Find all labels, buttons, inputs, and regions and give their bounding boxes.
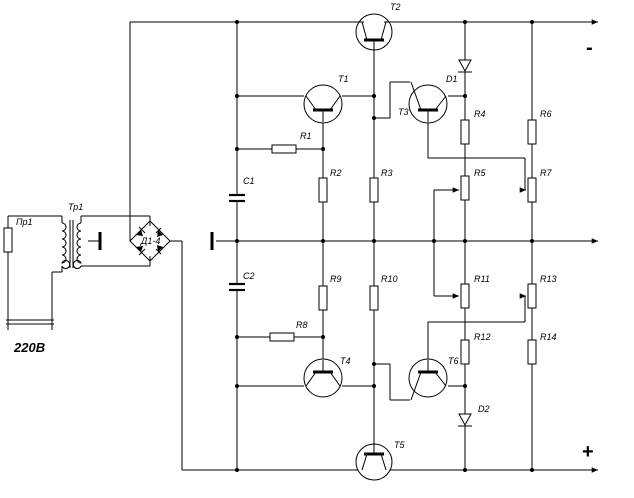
resistor-r6 bbox=[527, 119, 537, 145]
bridge-label: Д1-4 bbox=[140, 236, 160, 246]
r11-label: R11 bbox=[474, 274, 490, 284]
d2-label: D2 bbox=[478, 404, 490, 414]
r4-label: R4 bbox=[474, 109, 486, 119]
resistor-r2 bbox=[318, 177, 328, 203]
c1-label: C1 bbox=[243, 176, 255, 186]
positive-terminal-sign: + bbox=[582, 441, 594, 463]
negative-terminal-sign: - bbox=[586, 37, 593, 59]
resistor-r3 bbox=[369, 177, 379, 203]
t4-label: T4 bbox=[340, 356, 351, 366]
r12-label: R12 bbox=[474, 332, 491, 342]
t1-label: T1 bbox=[338, 74, 349, 84]
lower-wiring bbox=[237, 241, 537, 470]
diode-d2: D2 bbox=[458, 404, 490, 427]
d1-label: D1 bbox=[446, 74, 458, 84]
fuse-pr1 bbox=[3, 227, 13, 253]
capacitor-c2: C2 bbox=[229, 241, 255, 470]
t6-label: T6 bbox=[448, 356, 459, 366]
r2-label: R2 bbox=[330, 168, 342, 178]
r13-label: R13 bbox=[540, 274, 557, 284]
transformer-label: Тр1 bbox=[68, 202, 83, 212]
capacitor-c1: C1 bbox=[229, 22, 255, 241]
transistor-t3: T3 bbox=[398, 81, 448, 124]
r9-label: R9 bbox=[330, 274, 342, 284]
t3-label: T3 bbox=[398, 107, 409, 117]
main-rails bbox=[129, 19, 598, 473]
upper-wiring bbox=[237, 22, 537, 241]
r7-label: R7 bbox=[540, 168, 552, 178]
t2-label: T2 bbox=[390, 2, 401, 12]
resistor-r8 bbox=[269, 332, 295, 342]
r14-label: R14 bbox=[540, 332, 557, 342]
diode-d1: D1 bbox=[446, 59, 472, 84]
c2-label: C2 bbox=[243, 271, 255, 281]
transistor-t1: T1 bbox=[303, 74, 349, 124]
transistor-t2: T2 bbox=[355, 2, 401, 51]
t5-label: T5 bbox=[394, 440, 405, 450]
transistor-t5: T5 bbox=[355, 440, 405, 481]
transistor-t6: T6 bbox=[408, 356, 459, 401]
resistor-r11 bbox=[460, 283, 470, 309]
r6-label: R6 bbox=[540, 109, 552, 119]
resistor-labels: R1 R2 R3 R4 R5 R6 R7 R8 R9 R10 R11 R12 R… bbox=[296, 109, 557, 342]
r5-label: R5 bbox=[474, 168, 486, 178]
r1-label: R1 bbox=[300, 131, 312, 141]
resistor-r5 bbox=[460, 175, 470, 201]
fuse-label: Пр1 bbox=[16, 217, 33, 227]
resistor-r13 bbox=[527, 283, 537, 309]
mains-voltage-label: 220В bbox=[13, 340, 45, 355]
transformer-tr1: Тр1 bbox=[61, 202, 151, 269]
resistor-r9 bbox=[318, 285, 328, 311]
resistor-r14 bbox=[527, 339, 537, 365]
resistor-r1 bbox=[271, 144, 297, 154]
resistor-r10 bbox=[369, 285, 379, 311]
r8-label: R8 bbox=[296, 320, 308, 330]
r10-label: R10 bbox=[381, 274, 398, 284]
mains-input: Пр1 220В bbox=[3, 215, 63, 355]
r3-label: R3 bbox=[381, 168, 393, 178]
resistor-r7 bbox=[527, 177, 537, 203]
diode-bridge-d1-4: Д1-4 bbox=[129, 220, 214, 262]
resistor-r4 bbox=[460, 119, 470, 145]
resistor-r12 bbox=[460, 339, 470, 365]
transistor-t4: T4 bbox=[303, 356, 351, 398]
junction-dots bbox=[235, 20, 534, 472]
